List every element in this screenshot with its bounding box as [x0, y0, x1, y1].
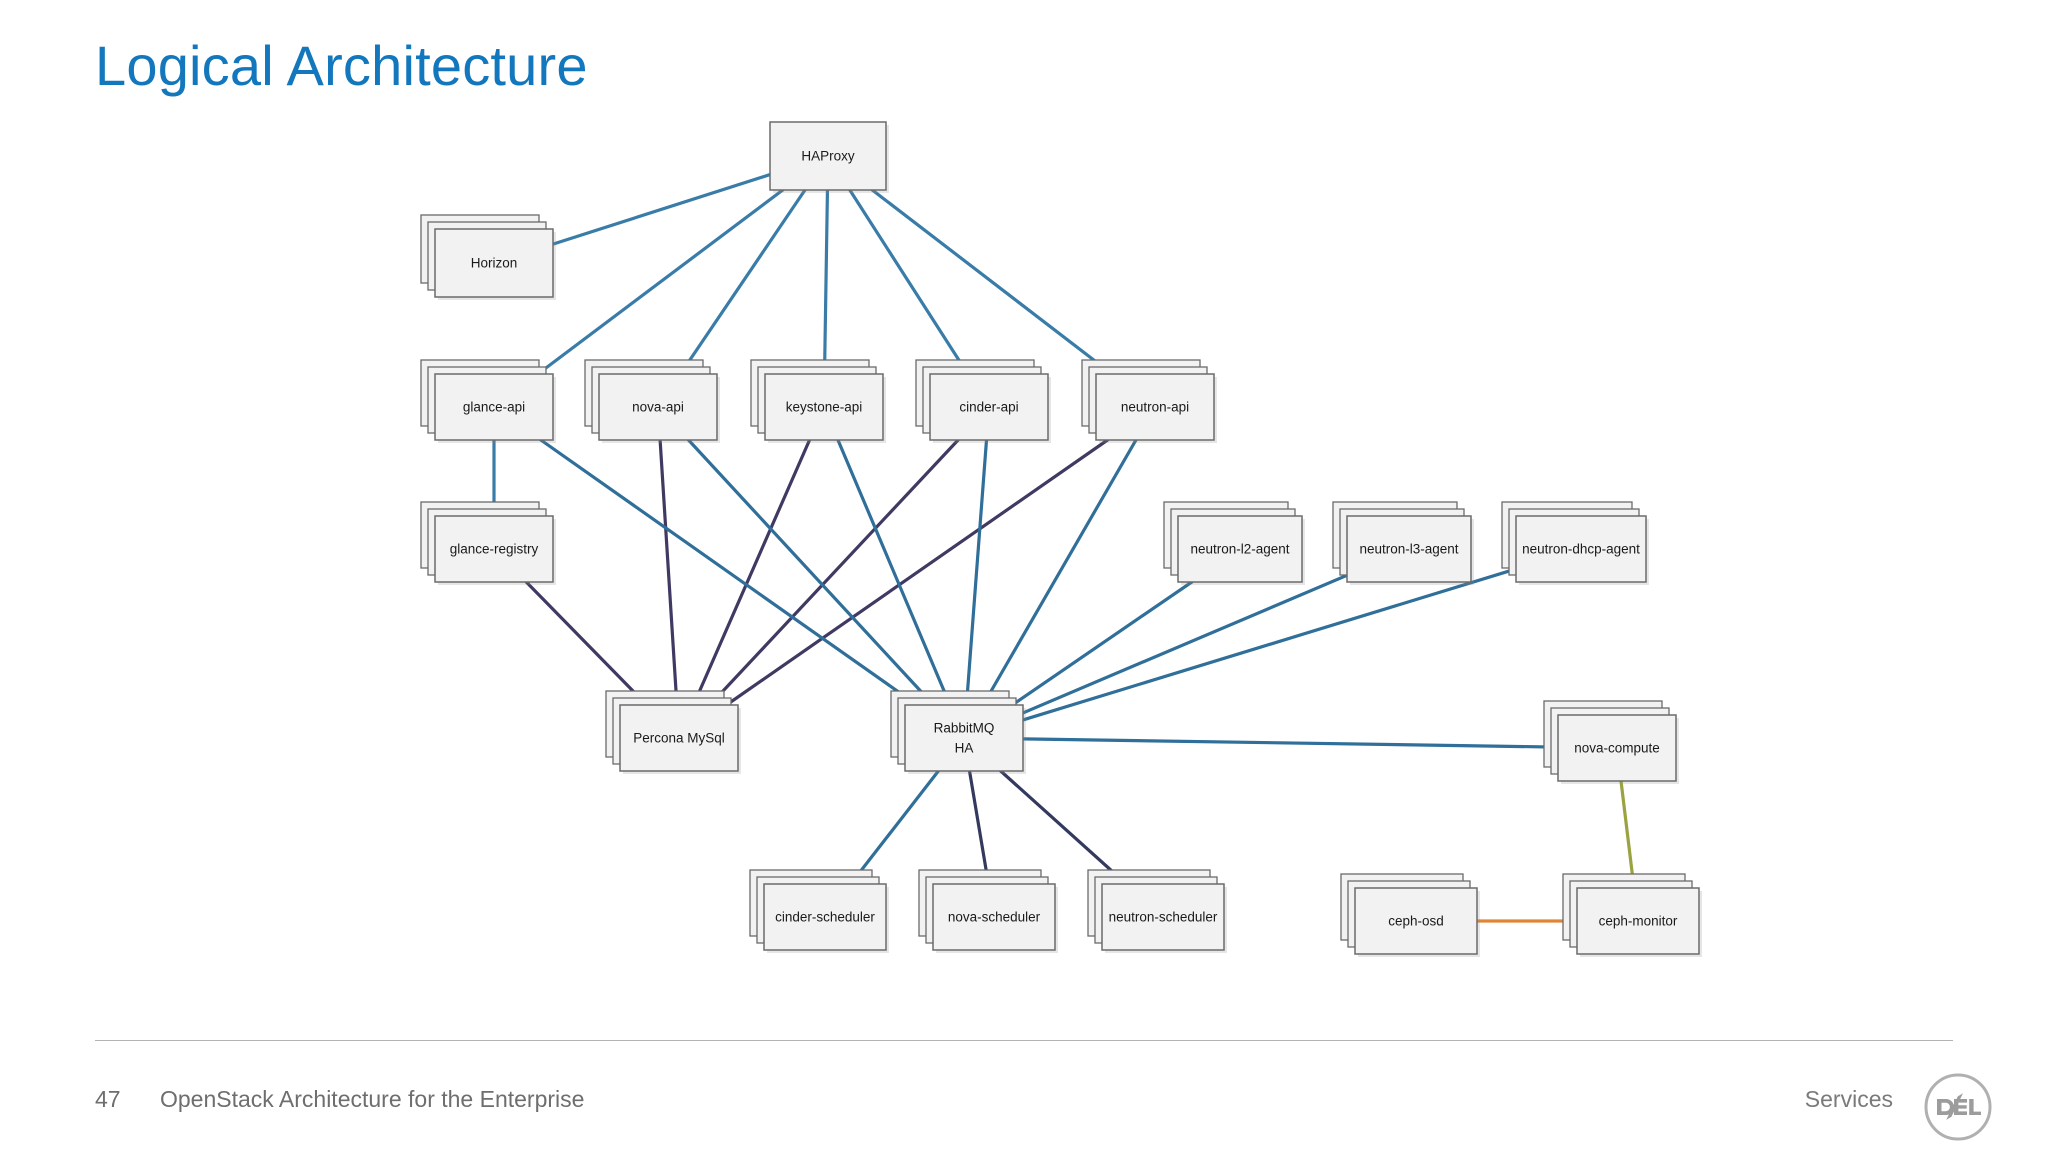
node-box [619, 704, 739, 772]
node-label: glance-api [463, 400, 525, 415]
node-label: neutron-dhcp-agent [1522, 542, 1640, 557]
node-box [763, 883, 887, 951]
node-haproxy[interactable]: HAProxy [769, 121, 889, 193]
node-box [1354, 887, 1478, 955]
node-label: HAProxy [801, 149, 855, 164]
node-label: neutron-api [1121, 400, 1189, 415]
node-neutron-l2-agent[interactable]: neutron-l2-agent [1163, 501, 1305, 585]
node-box [929, 373, 1049, 441]
node-label: cinder-api [959, 400, 1018, 415]
node-neutron-dhcp-agent[interactable]: neutron-dhcp-agent [1501, 501, 1649, 585]
node-ceph-monitor[interactable]: ceph-monitor [1562, 873, 1702, 957]
node-label: nova-scheduler [948, 910, 1041, 925]
node-box [1095, 373, 1215, 441]
edge-nova-api-to-rabbitmq [686, 438, 936, 707]
node-nova-compute[interactable]: nova-compute [1543, 700, 1679, 784]
edge-keystone-api-to-rabbitmq [836, 438, 952, 707]
node-box [1101, 883, 1225, 951]
node-box [1515, 515, 1647, 583]
edge-layer [492, 172, 1636, 923]
node-box [434, 515, 554, 583]
edge-neutron-api-to-rabbitmq [981, 438, 1138, 707]
node-label: glance-registry [450, 542, 539, 557]
edge-haproxy-to-glance-api [536, 188, 785, 376]
edge-cinder-api-to-rabbitmq [964, 438, 989, 707]
page-title: Logical Architecture [95, 34, 588, 97]
node-box [1576, 887, 1700, 955]
slide-footer: 47 OpenStack Architecture for the Enterp… [0, 1070, 2048, 1152]
node-label: ceph-monitor [1599, 914, 1678, 929]
node-label: cinder-scheduler [775, 910, 875, 925]
edge-nova-api-to-percona-mysql [658, 438, 679, 707]
node-box [434, 228, 554, 298]
edge-haproxy-to-keystone-api [822, 188, 830, 376]
node-label: Horizon [471, 256, 518, 271]
node-label-line2: HA [955, 741, 974, 756]
node-box [598, 373, 718, 441]
node-label: nova-api [632, 400, 684, 415]
node-neutron-api[interactable]: neutron-api [1081, 359, 1217, 443]
edge-rabbitmq-to-cinder-scheduler [849, 769, 940, 886]
node-box [1557, 714, 1677, 782]
edge-rabbitmq-to-nova-compute [1021, 737, 1560, 749]
edge-glance-api-to-rabbitmq [539, 438, 919, 707]
edge-horizon-to-haproxy [551, 172, 772, 246]
node-label: nova-compute [1574, 741, 1660, 756]
edge-haproxy-to-neutron-api [870, 188, 1114, 376]
dell-logo-icon [1923, 1072, 1993, 1142]
node-box [1346, 515, 1472, 583]
node-cinder-api[interactable]: cinder-api [915, 359, 1051, 443]
footer-page-number: 47 [95, 1086, 121, 1112]
node-label: neutron-l2-agent [1190, 542, 1289, 557]
node-glance-api[interactable]: glance-api [420, 359, 556, 443]
node-box [764, 373, 884, 441]
edge-neutron-api-to-percona-mysql [724, 438, 1110, 707]
edge-haproxy-to-cinder-api [848, 188, 970, 376]
edge-rabbitmq-to-neutron-l3-agent [1021, 573, 1349, 715]
footer-divider [95, 1040, 1953, 1041]
node-label: neutron-l3-agent [1359, 542, 1458, 557]
node-label: keystone-api [786, 400, 863, 415]
edge-rabbitmq-to-neutron-dhcp-agent [1021, 567, 1518, 722]
node-box [434, 373, 554, 441]
node-box [932, 883, 1056, 951]
node-rabbitmq[interactable]: RabbitMQ HA [890, 690, 1026, 774]
node-box [904, 704, 1024, 772]
node-label: Percona MySql [633, 731, 725, 746]
node-box [1177, 515, 1303, 583]
node-glance-registry[interactable]: glance-registry [420, 501, 556, 585]
node-horizon[interactable]: Horizon [420, 214, 556, 300]
footer-deck-title: OpenStack Architecture for the Enterpris… [160, 1086, 585, 1112]
node-keystone-api[interactable]: keystone-api [750, 359, 886, 443]
node-percona-mysql[interactable]: Percona MySql [605, 690, 741, 774]
node-neutron-l3-agent[interactable]: neutron-l3-agent [1332, 501, 1474, 585]
edge-rabbitmq-to-neutron-scheduler [999, 769, 1128, 886]
node-nova-api[interactable]: nova-api [584, 359, 720, 443]
edge-cinder-api-to-percona-mysql [708, 438, 960, 707]
node-label: ceph-osd [1388, 914, 1444, 929]
edge-rabbitmq-to-nova-scheduler [967, 769, 991, 886]
edge-rabbitmq-to-neutron-l2-agent [1010, 580, 1194, 707]
node-ceph-osd[interactable]: ceph-osd [1340, 873, 1480, 957]
edge-keystone-api-to-percona-mysql [691, 438, 812, 707]
edge-nova-compute-to-ceph-monitor [1619, 779, 1636, 890]
node-box [769, 121, 887, 191]
node-nova-scheduler[interactable]: nova-scheduler [918, 869, 1058, 953]
node-label: RabbitMQ [934, 721, 995, 736]
node-neutron-scheduler[interactable]: neutron-scheduler [1087, 869, 1227, 953]
node-label: neutron-scheduler [1109, 910, 1218, 925]
edge-glance-registry-to-percona-mysql [524, 580, 649, 707]
footer-services-label: Services [1804, 1086, 1893, 1112]
node-cinder-scheduler[interactable]: cinder-scheduler [749, 869, 889, 953]
edge-haproxy-to-nova-api [678, 188, 807, 376]
